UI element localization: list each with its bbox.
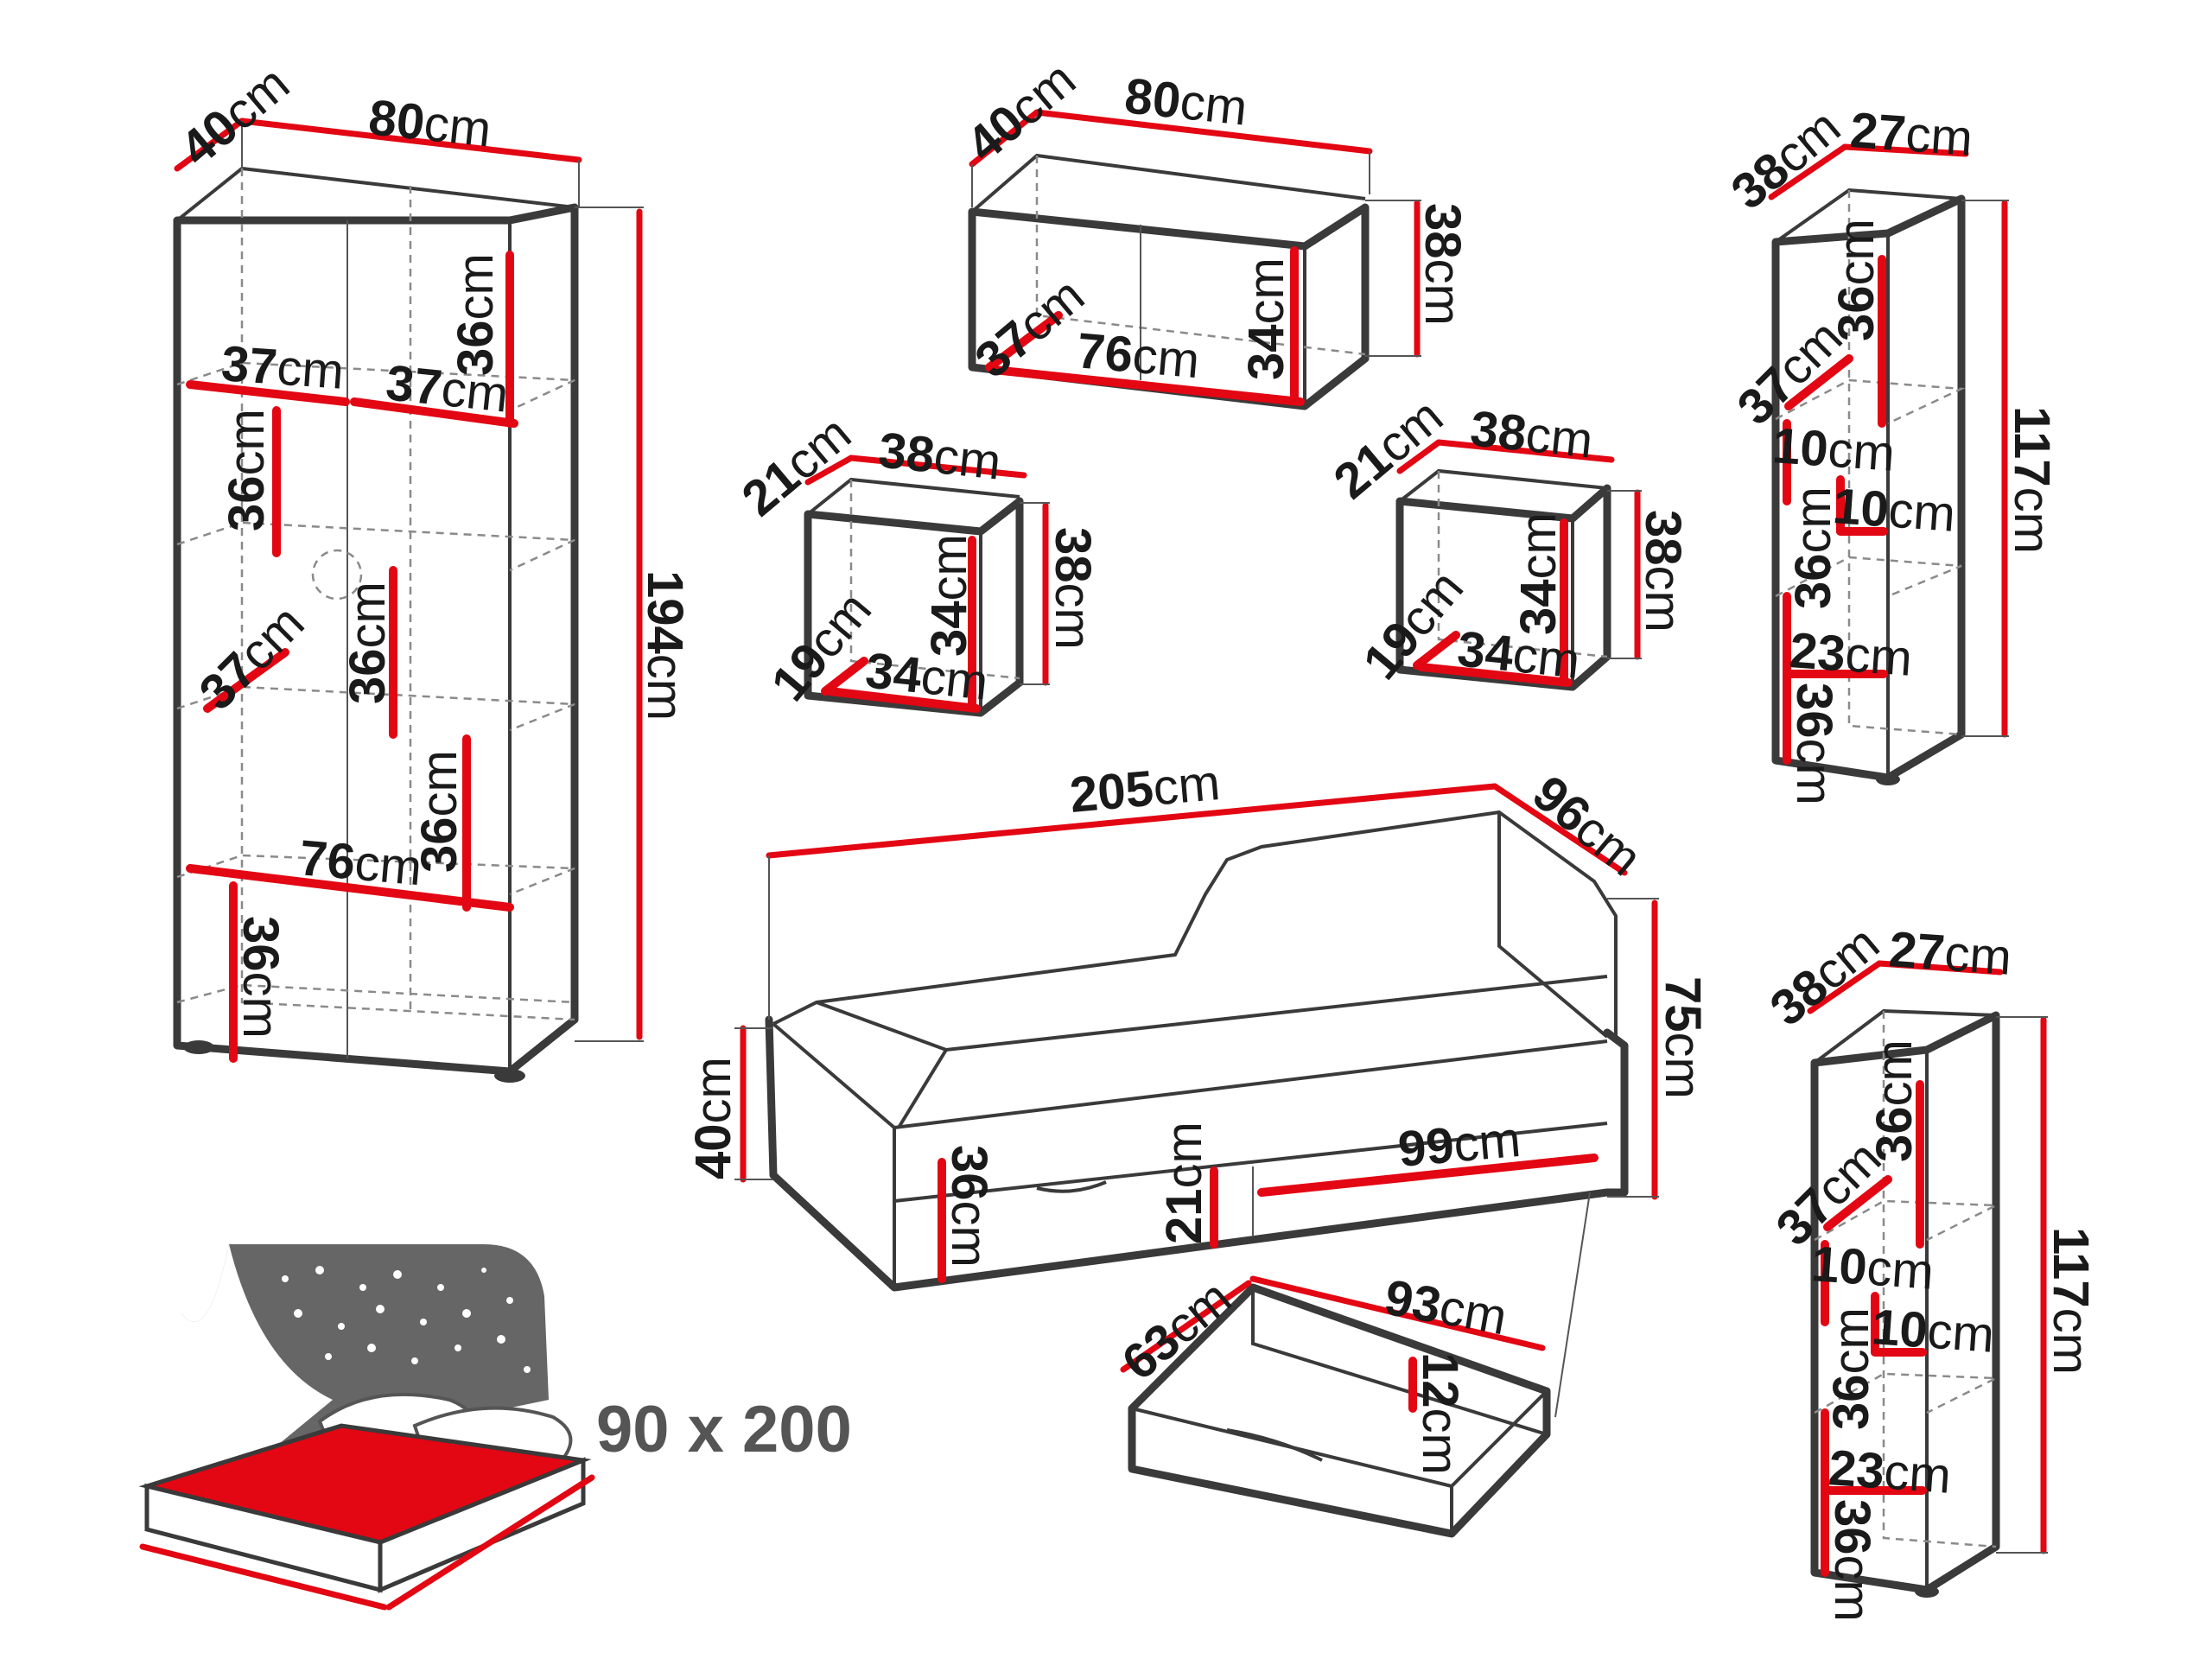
cube-right-inner-height-label: 34cm — [1510, 512, 1567, 635]
shelf-unit-top-niche-1-label: 10cm — [1770, 417, 1897, 482]
wall-cabinet-height-label: 38cm — [1414, 203, 1471, 326]
wardrobe-height-label: 194cm — [637, 570, 693, 721]
shelf-unit-bottom-height-label: 117cm — [2043, 1227, 2099, 1375]
cube-right-height-label: 38cm — [1635, 510, 1691, 632]
drawer-height-label: 12cm — [1412, 1352, 1468, 1475]
wardrobe-shelf-height-4-label: 36cm — [411, 750, 467, 873]
wall-cabinet: 40cm 80cm 38cm 37cm 76cm 34cm — [957, 51, 1471, 410]
mattress-illustration: 90 x 200 — [138, 1244, 852, 1611]
wardrobe-shelf-height-2-label: 36cm — [219, 409, 275, 531]
shelf-unit-bottom-depth-label: 38cm — [1760, 915, 1890, 1037]
wardrobe: 40cm 80cm 194cm 36cm 37cm 37cm 36cm 36cm… — [170, 55, 693, 1083]
shelf-unit-top-height-label: 117cm — [2004, 406, 2060, 554]
drawer-depth-label: 63cm — [1112, 1269, 1242, 1391]
shelf-unit-bottom-inner-width-label: 23cm — [1827, 1440, 1953, 1504]
shelf-unit-top-compartment-1-label: 36cm — [1828, 219, 1885, 341]
drawer-width-label: 93cm — [1381, 1269, 1511, 1346]
shelf-unit-top-compartment-2-label: 36cm — [1785, 486, 1841, 609]
shelf-unit-bottom-compartment-3-label: 36cm — [1824, 1499, 1880, 1622]
bed-drawer-front-width-label: 99cm — [1395, 1111, 1522, 1178]
shelf-unit-bottom-niche-2-label: 10cm — [1870, 1299, 1996, 1363]
cube-right-inner-width-label: 34cm — [1455, 620, 1583, 689]
bed-side-height-label: 40cm — [685, 1057, 741, 1179]
bed-drawer-front-height-label: 36cm — [941, 1145, 997, 1268]
wardrobe-shelf-depth-right-label: 37cm — [384, 354, 512, 423]
shelf-unit-bottom: 38cm 27cm 117cm 36cm 37cm 10cm 10cm 36cm… — [1760, 915, 2099, 1622]
wall-cabinet-width-label: 80cm — [1122, 67, 1250, 136]
wardrobe-inner-width-label: 76cm — [297, 830, 424, 896]
shelf-unit-bottom-width-label: 27cm — [1887, 921, 2013, 986]
shelf-unit-bottom-compartment-1-label: 36cm — [1866, 1039, 1923, 1162]
drawer: 63cm 93cm 12cm — [1112, 1269, 1551, 1538]
wardrobe-shelf-height-1-label: 36cm — [448, 253, 504, 376]
cube-left-height-label: 38cm — [1045, 527, 1101, 650]
cube-right-width-label: 38cm — [1468, 400, 1596, 468]
shelf-unit-top-inner-width-label: 23cm — [1788, 622, 1914, 687]
wall-cabinet-inner-width-label: 76cm — [1075, 322, 1202, 389]
bed-height-label: 75cm — [1655, 976, 1711, 1099]
wardrobe-width-label: 80cm — [366, 89, 494, 157]
shelf-unit-top-niche-2-label: 10cm — [1831, 478, 1957, 543]
cube-left-width-label: 38cm — [876, 422, 1004, 490]
cube-left-inner-height-label: 34cm — [921, 534, 977, 657]
bed: 205cm 96cm 75cm 40cm 36cm 21cm 99cm — [685, 754, 1711, 1418]
shelf-unit-top: 38cm 27cm 117cm 36cm 37cm 10cm 10cm 36cm… — [1721, 99, 2060, 805]
wall-cabinet-inner-height-label: 34cm — [1238, 257, 1294, 380]
shelf-unit-bottom-compartment-2-label: 36cm — [1823, 1307, 1879, 1430]
cube-left: 21cm 38cm 38cm 19cm 34cm 34cm — [732, 405, 1101, 717]
cube-left-inner-width-label: 34cm — [863, 642, 991, 710]
shelf-unit-top-compartment-3-label: 36cm — [1786, 683, 1842, 805]
bed-length-label: 205cm — [1067, 754, 1222, 823]
wardrobe-shelf-height-3-label: 36cm — [340, 582, 396, 704]
mattress-size-label: 90 x 200 — [596, 1393, 852, 1466]
shelf-unit-bottom-niche-1-label: 10cm — [1809, 1236, 1936, 1300]
shelf-unit-top-width-label: 27cm — [1848, 102, 1974, 167]
wall-cabinet-depth-label: 40cm — [957, 51, 1086, 173]
cube-right: 21cm 38cm 38cm 19cm 34cm 34cm — [1324, 388, 1691, 691]
bed-depth-label: 96cm — [1522, 765, 1652, 887]
wardrobe-shelf-depth-left-label: 37cm — [219, 335, 346, 400]
wardrobe-shelf-height-5-label: 36cm — [232, 916, 289, 1039]
stars — [192, 1266, 531, 1420]
wardrobe-shelf-depth-lower-label: 37cm — [188, 594, 315, 721]
bed-drawer-height-label: 21cm — [1156, 1122, 1212, 1244]
